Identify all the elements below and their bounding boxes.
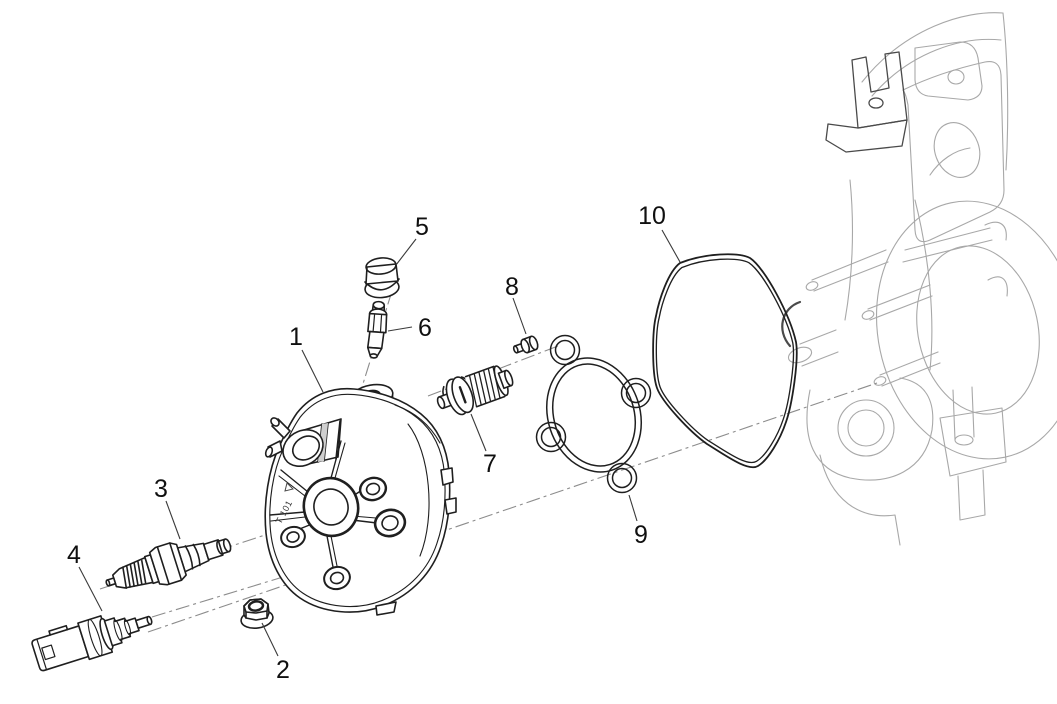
part-4-temp-sensor (31, 615, 153, 672)
leader-line-8 (512, 297, 527, 335)
part-7-threaded-plug (436, 365, 514, 416)
callout-leaders (78, 229, 681, 657)
leader-line-10 (661, 229, 681, 263)
callout-8: 8 (505, 273, 519, 301)
leader-line-5 (395, 238, 417, 266)
callout-1: 1 (289, 323, 303, 351)
part-5-cap (364, 257, 400, 299)
callout-3: 3 (154, 475, 168, 503)
part-3-spark-plug (105, 538, 232, 589)
part-9-gasket (535, 334, 652, 494)
callout-7: 7 (483, 450, 497, 478)
callout-6: 6 (418, 314, 432, 342)
leader-line-3 (165, 500, 181, 540)
part-8-screw (512, 335, 539, 354)
callout-labels: 1 2 3 4 5 6 7 8 9 10 (67, 202, 666, 684)
axis-sensor (151, 572, 297, 618)
leader-line-2 (261, 622, 279, 657)
axis-main (147, 382, 878, 633)
leader-line-9 (628, 494, 638, 522)
callout-4: 4 (67, 541, 81, 569)
callout-5: 5 (415, 213, 429, 241)
callout-10: 10 (638, 202, 666, 230)
leader-line-4 (78, 566, 103, 612)
engine-block-drawing (781, 12, 1057, 546)
leader-line-7 (470, 413, 487, 452)
leader-line-6 (387, 326, 413, 332)
callout-9: 9 (634, 521, 648, 549)
callout-2: 2 (276, 656, 290, 684)
part-10-o-ring (652, 253, 798, 469)
part-6-valve (366, 300, 388, 359)
part-2-nut (240, 598, 274, 629)
part-1-head-cover: T 101 (264, 383, 457, 616)
leader-line-1 (301, 349, 324, 393)
